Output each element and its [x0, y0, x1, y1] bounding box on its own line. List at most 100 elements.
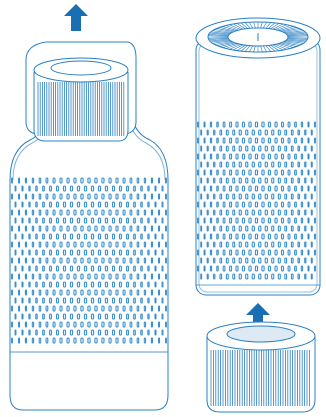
perforation-hole	[64, 330, 66, 335]
perforation-hole	[291, 210, 293, 215]
perforation-hole	[223, 122, 225, 127]
perforation-hole	[298, 130, 299, 135]
perforation-hole	[230, 154, 232, 159]
perforation-hole	[305, 178, 306, 183]
perforation-hole	[246, 226, 248, 231]
perforation-hole	[159, 258, 160, 263]
perforation-hole	[67, 226, 69, 231]
perforation-hole	[278, 194, 280, 199]
perforation-hole	[70, 266, 72, 271]
perforation-hole	[43, 314, 45, 319]
perforation-hole	[91, 234, 93, 239]
perforation-hole	[155, 282, 156, 287]
perforation-hole	[217, 186, 218, 191]
perforation-hole	[74, 242, 76, 247]
perforation-hole	[116, 210, 118, 215]
perforation-hole	[278, 274, 280, 279]
perforation-hole	[230, 170, 232, 175]
perforation-hole	[137, 178, 139, 183]
perforation-hole	[22, 282, 23, 287]
perforation-hole	[268, 234, 270, 239]
perforation-hole	[15, 202, 16, 207]
perforation-hole	[67, 178, 69, 183]
perforation-hole	[285, 274, 287, 279]
perforation-hole	[109, 178, 111, 183]
perforation-hole	[53, 242, 55, 247]
perforation-hole	[246, 274, 248, 279]
perforation-hole	[46, 274, 48, 279]
perforation-hole	[301, 122, 302, 127]
perforation-hole	[288, 202, 290, 207]
perforation-hole	[242, 266, 244, 271]
perforation-hole	[57, 330, 59, 335]
perforation-hole	[233, 242, 235, 247]
perforation-hole	[151, 306, 152, 311]
perforation-hole	[29, 330, 30, 335]
perforation-hole	[102, 338, 104, 343]
perforation-hole	[91, 266, 93, 271]
perforation-hole	[127, 266, 129, 271]
perforation-hole	[198, 138, 199, 143]
perforation-hole	[220, 274, 222, 279]
perforation-hole	[278, 210, 280, 215]
perforation-hole	[159, 338, 160, 343]
perforation-hole	[259, 146, 261, 151]
perforation-hole	[230, 234, 232, 239]
perforation-hole	[53, 226, 55, 231]
perforation-hole	[120, 266, 122, 271]
perforation-hole	[278, 178, 280, 183]
perforation-hole	[123, 194, 125, 199]
perforation-hole	[60, 226, 62, 231]
perforation-hole	[74, 338, 76, 343]
perforation-hole	[19, 210, 20, 215]
perforation-hole	[305, 226, 306, 231]
perforation-hole	[198, 218, 199, 223]
perforation-hole	[159, 322, 160, 327]
perforation-hole	[74, 322, 76, 327]
perforation-hole	[32, 338, 33, 343]
perforation-hole	[230, 266, 232, 271]
perforation-hole	[217, 122, 218, 127]
perforation-hole	[130, 242, 132, 247]
perforation-hole	[130, 306, 132, 311]
perforation-hole	[15, 282, 16, 287]
perforation-hole	[259, 130, 261, 135]
perforation-hole	[288, 154, 290, 159]
perforation-hole	[88, 274, 90, 279]
filter-cartridge-top	[34, 58, 128, 141]
perforation-hole	[50, 282, 52, 287]
perforation-hole	[259, 162, 261, 167]
perforation-hole	[282, 202, 284, 207]
perforation-hole	[236, 202, 238, 207]
perforation-hole	[155, 234, 156, 239]
perforation-hole	[67, 322, 69, 327]
perforation-hole	[166, 258, 167, 263]
perforation-hole	[301, 202, 302, 207]
perforation-hole	[134, 250, 136, 255]
perforation-hole	[236, 218, 238, 223]
perforation-hole	[151, 210, 152, 215]
perforation-hole	[130, 322, 132, 327]
perforation-hole	[272, 162, 274, 167]
perforation-hole	[81, 306, 83, 311]
perforation-hole	[249, 266, 251, 271]
perforation-hole	[105, 314, 107, 319]
perforation-hole	[88, 322, 90, 327]
perforation-hole	[298, 274, 299, 279]
perforation-hole	[50, 218, 52, 223]
perforation-hole	[15, 250, 16, 255]
perforation-hole	[84, 330, 86, 335]
perforation-hole	[46, 194, 48, 199]
perforation-hole	[204, 234, 205, 239]
perforation-hole	[32, 210, 33, 215]
perforation-hole	[81, 322, 83, 327]
perforation-hole	[214, 242, 215, 247]
perforation-hole	[262, 170, 264, 175]
perforation-hole	[102, 306, 104, 311]
perforation-hole	[308, 218, 309, 223]
perforation-hole	[120, 282, 122, 287]
perforation-hole	[77, 202, 79, 207]
perforation-hole	[116, 194, 118, 199]
perforation-hole	[265, 242, 267, 247]
perforation-hole	[105, 298, 107, 303]
